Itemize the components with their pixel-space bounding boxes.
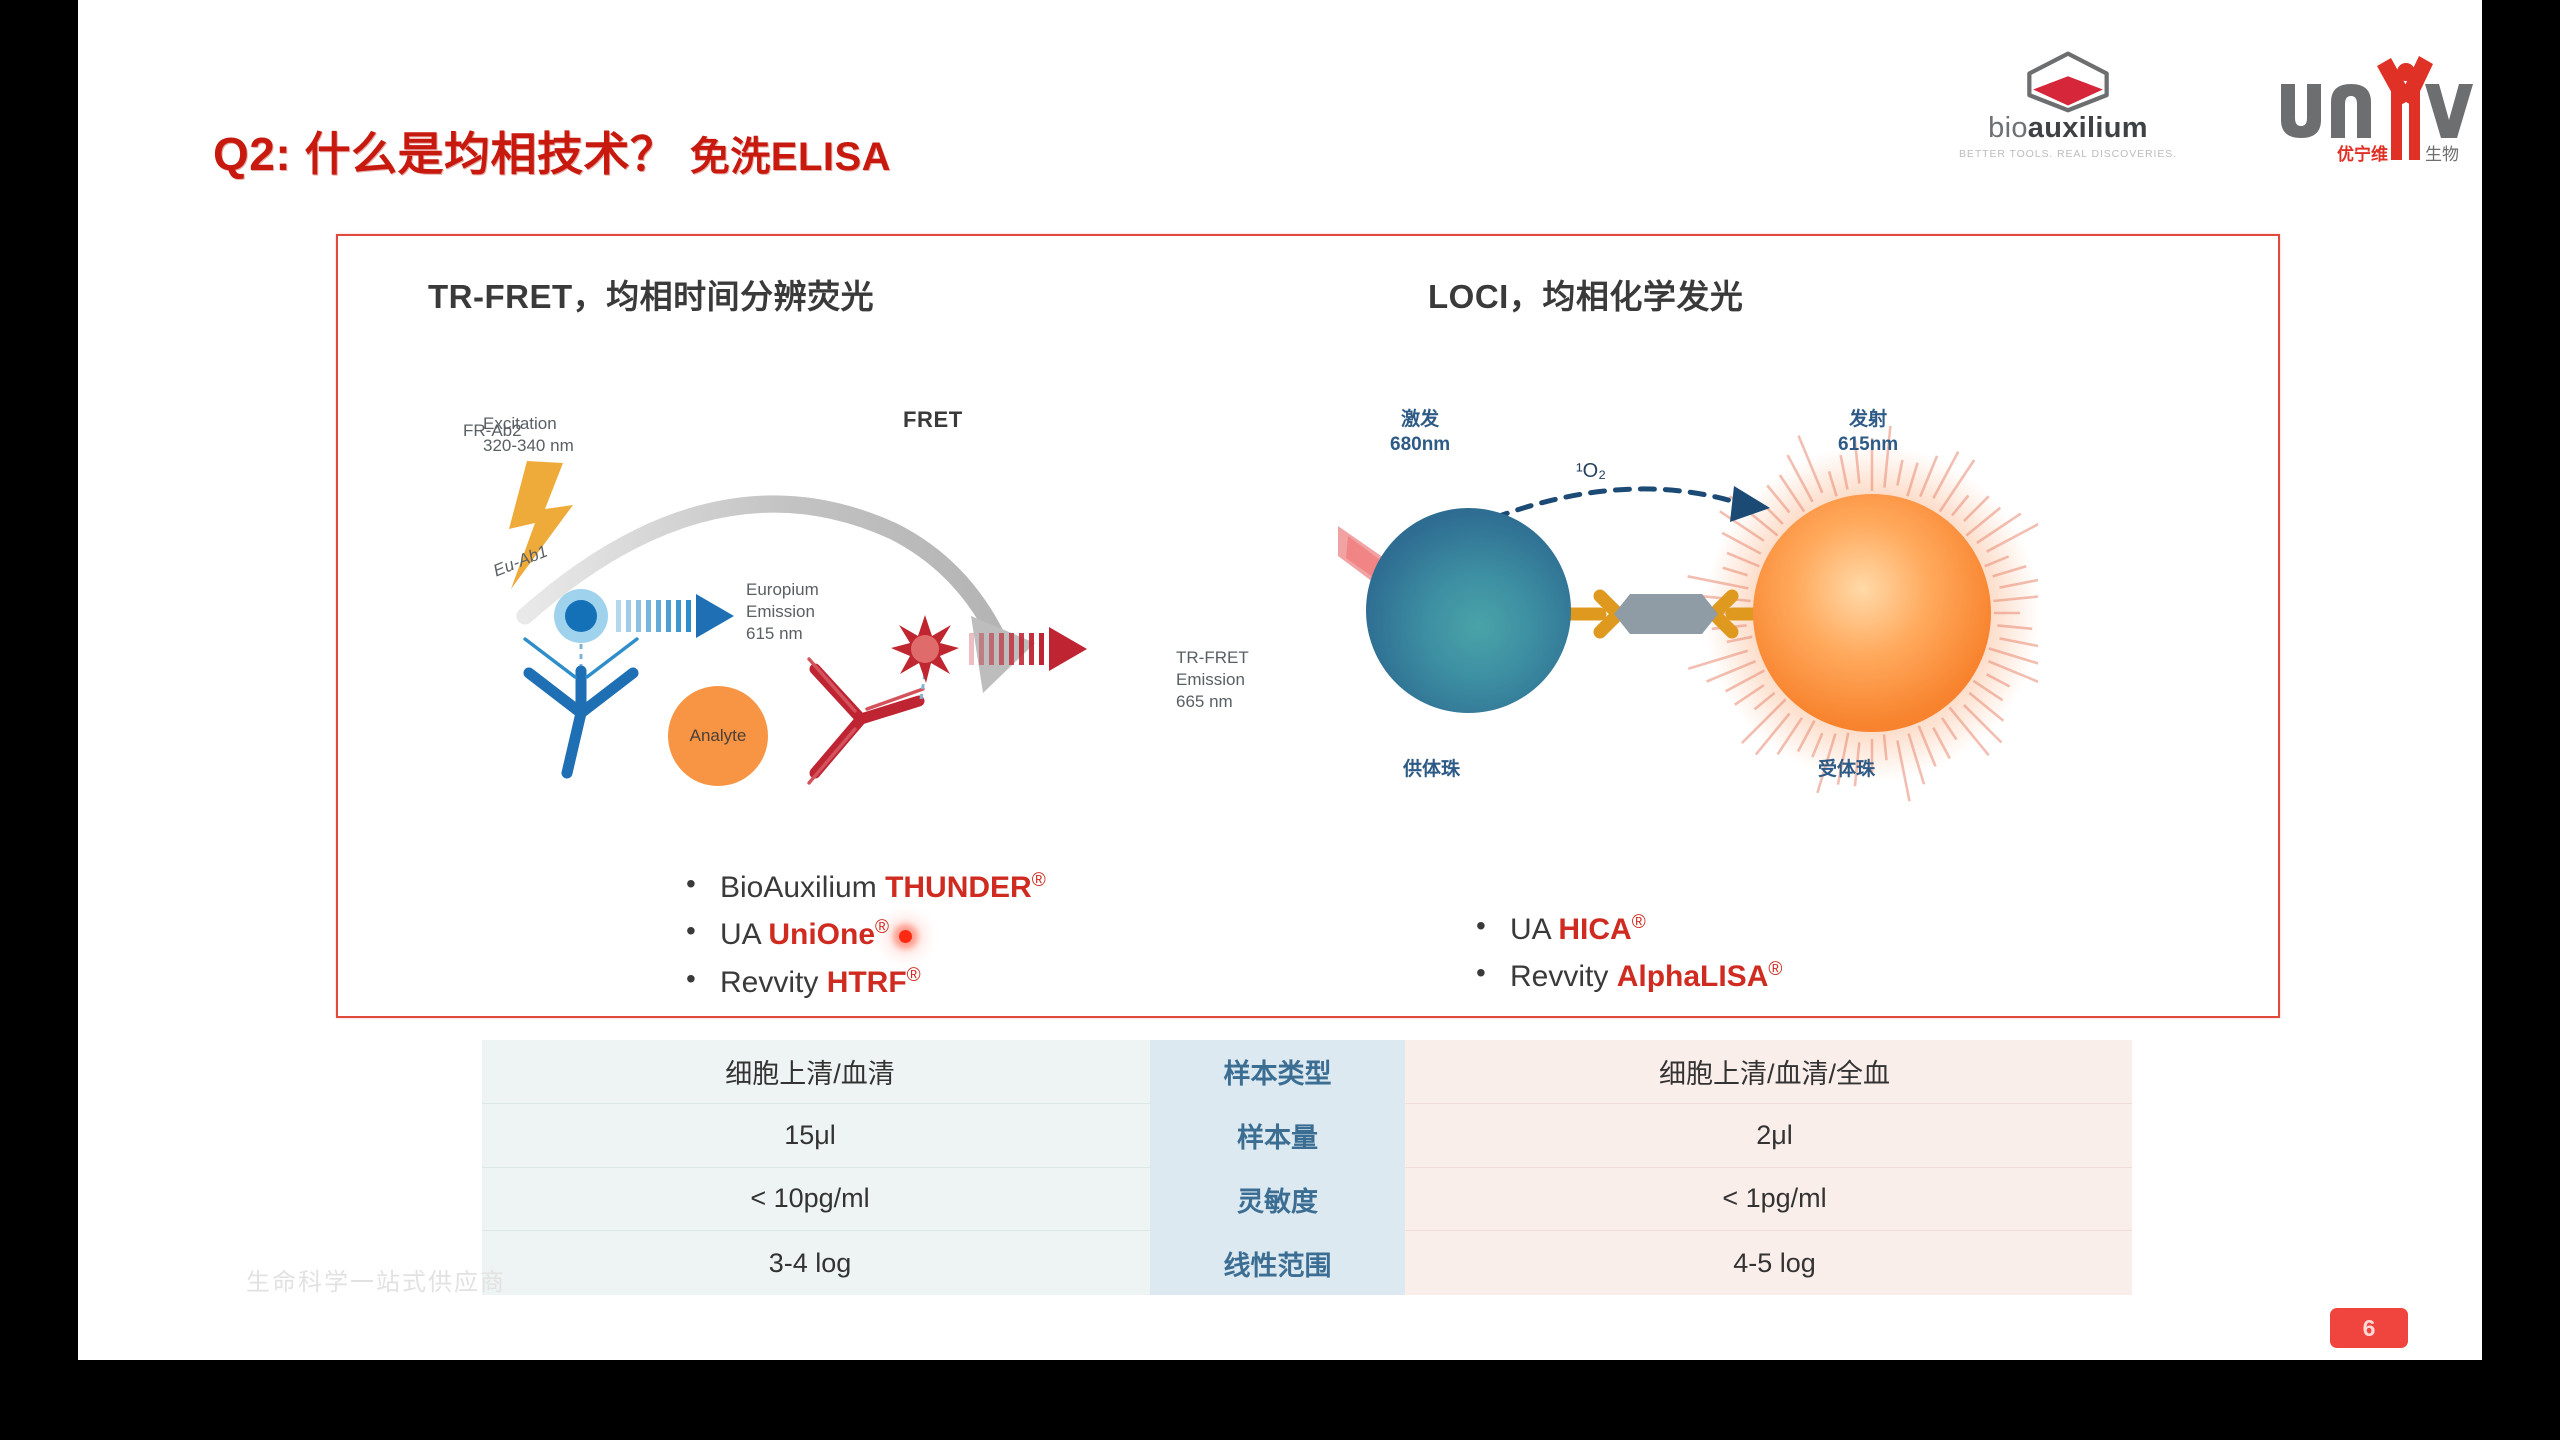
table-cell-trfret: 细胞上清/血清: [482, 1040, 1150, 1104]
product-vendor: UA: [1510, 913, 1559, 946]
univ-logo-icon: 优宁维 生物: [2281, 56, 2473, 165]
bioauxilium-logo: bioauxilium BETTER TOOLS. REAL DISCOVERI…: [1923, 48, 2213, 160]
trfret-diagram-graphics: [509, 461, 1087, 785]
page-title-cn: Q2: 什么是均相技术？: [213, 128, 690, 180]
label-trfret-emission: TR-FRET Emission 665 nm: [1176, 648, 1249, 711]
table-row-label: 样本类型: [1223, 1059, 1332, 1090]
label-europium-emission: Europium Emission 615 nm: [746, 580, 819, 643]
wordmark-bold: auxilium: [2027, 112, 2148, 144]
table-row-label: 灵敏度: [1237, 1186, 1318, 1217]
acceptor-bead-graphic: [1753, 494, 1991, 732]
table-cell-loci: 2μl: [1405, 1104, 2132, 1168]
label-singlet-oxygen: ¹O₂: [1576, 460, 1606, 482]
product-list-item: BioAuxilium THUNDER®: [678, 862, 1046, 911]
registered-mark-icon: ®: [906, 964, 921, 986]
product-vendor: BioAuxilium: [720, 871, 886, 904]
product-vendor: Revvity: [1510, 960, 1617, 994]
table-cell-trfret: < 10pg/ml: [482, 1168, 1150, 1232]
loci-heading: LOCI，均相化学发光: [1428, 278, 1744, 315]
product-vendor: UA: [720, 918, 769, 952]
table-cell-trfret: 15μl: [482, 1104, 1150, 1168]
table-cell-loci: < 1pg/ml: [1405, 1168, 2132, 1232]
table-cell-loci: 4-5 log: [1733, 1247, 1816, 1278]
table-row-label: 线性范围: [1223, 1250, 1332, 1281]
label-acceptor-bead: 受体珠: [1818, 759, 1876, 780]
table-cell-loci: 细胞上清/血清/全血: [1405, 1040, 2132, 1104]
product-list-item: UA HICA®: [1468, 904, 1782, 953]
label-fret: FRET: [903, 407, 963, 432]
bioauxilium-wordmark: bioauxilium: [1923, 112, 2213, 145]
svg-text:生物: 生物: [2425, 145, 2459, 165]
univ-logo: 优宁维 生物: [2273, 42, 2473, 172]
table-cell-trfret: 3-4 log: [768, 1247, 852, 1278]
label-excitation: Excitation 320-340 nm: [483, 414, 574, 455]
loci-diagram: 激发 680nm 发射 615nm ¹O₂ 供体珠 受体珠: [1338, 386, 2038, 836]
product-list-item: Revvity HTRF®: [678, 957, 1046, 1006]
registered-mark-icon: ®: [1768, 959, 1783, 981]
page-number-badge: 6: [2330, 1308, 2408, 1348]
label-loci-excitation: 激发 680nm: [1390, 409, 1451, 455]
registered-mark-icon: ®: [875, 917, 890, 939]
trfret-heading: TR-FRET，均相时间分辨荧光: [428, 278, 875, 315]
label-donor-bead: 供体珠: [1403, 759, 1461, 780]
label-loci-emission: 发射 615nm: [1838, 409, 1899, 455]
bioauxilium-tagline: BETTER TOOLS. REAL DISCOVERIES.: [1959, 148, 2177, 160]
loci-product-list: UA HICA®Revvity AlphaLISA®: [1428, 904, 1783, 1001]
product-vendor: Revvity: [720, 965, 827, 999]
product-brand: AlphaLISA: [1616, 960, 1769, 994]
wordmark-light: bio: [1988, 112, 2028, 144]
trfret-diagram: Excitation 320-340 nm FRET Europium Emis…: [463, 401, 1323, 831]
comparison-panel: TR-FRET，均相时间分辨荧光 LOCI，均相化学发光: [336, 234, 2280, 1018]
product-list-item: UA UniOne®: [678, 909, 1046, 958]
page-title: Q2: 什么是均相技术？ 免洗ELISA: [213, 118, 891, 184]
table-column-labels: 样本类型样本量灵敏度线性范围: [1150, 1040, 1405, 1295]
slide-canvas: Q2: 什么是均相技术？ 免洗ELISA bioauxilium BETTER …: [78, 0, 2482, 1360]
laser-pointer-dot: [899, 929, 913, 943]
watermark: 生命科学一站式供应商: [246, 1270, 506, 1296]
product-brand: HICA: [1558, 913, 1632, 946]
product-brand: UniOne: [768, 918, 876, 952]
table-row-label: 样本量: [1237, 1123, 1318, 1154]
bioauxilium-hexagon-icon: [2027, 51, 2109, 113]
label-fr-ab2: FR-Ab2: [463, 421, 522, 440]
registered-mark-icon: ®: [1631, 912, 1646, 933]
analyte-circle: Analyte: [668, 686, 768, 786]
page-title-en: 免洗ELISA: [689, 135, 892, 179]
registered-mark-icon: ®: [1031, 870, 1046, 891]
donor-bead-graphic: [1366, 508, 1571, 713]
svg-text:优宁维: 优宁维: [2337, 144, 2388, 165]
product-brand: HTRF: [826, 965, 907, 999]
product-list-item: Revvity AlphaLISA®: [1468, 951, 1783, 1000]
product-brand: THUNDER: [885, 871, 1032, 904]
trfret-product-list: BioAuxilium THUNDER®UA UniOne®Revvity HT…: [638, 862, 1046, 1006]
